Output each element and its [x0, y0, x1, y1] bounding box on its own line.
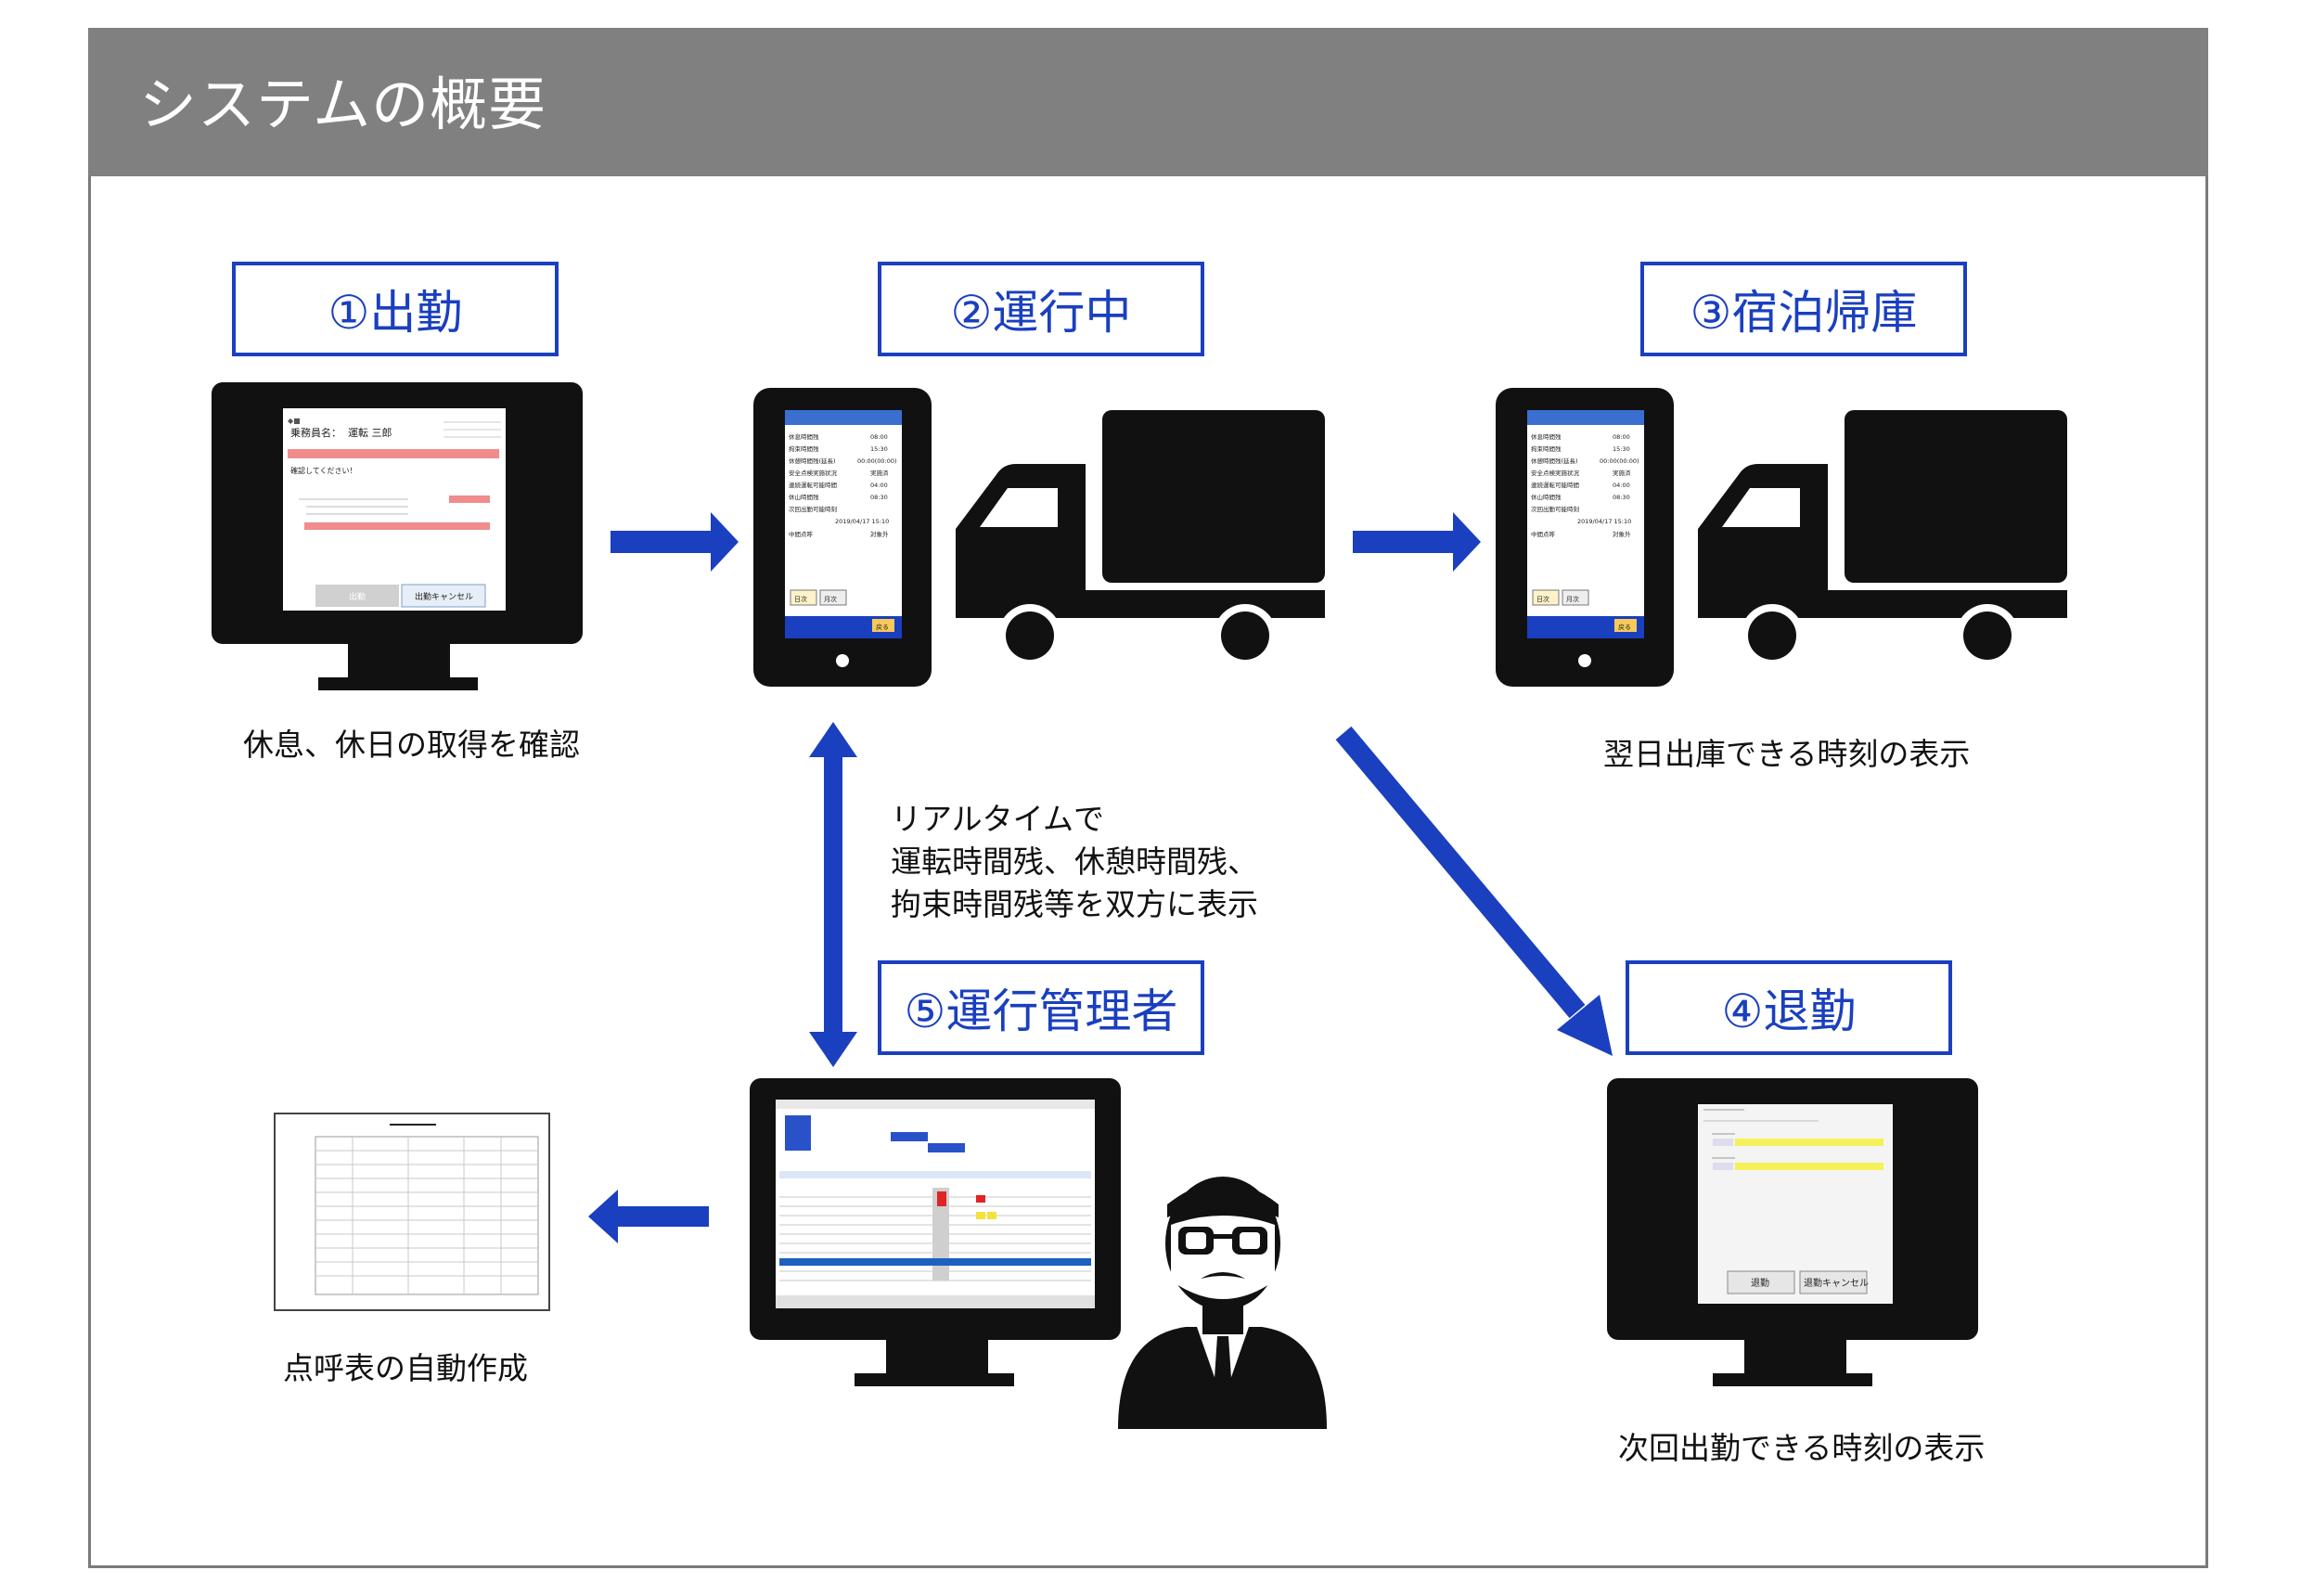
arrow-1-to-2	[611, 512, 739, 572]
arrow-2-to-3	[1353, 512, 1481, 572]
screen-step-4: 退勤 退勤キャンセル	[1703, 1109, 1883, 1294]
phone2-back-button: 戻る	[876, 623, 889, 631]
phone-screen-step-3: 休息時間残 08:00 拘束時間残 15:30 休憩時間残(延長) 00:00(00:…	[1527, 410, 1644, 638]
phone2-row-1-label: 拘束時間残	[789, 444, 819, 453]
screen1-name: 運転 三郎	[348, 426, 392, 439]
phone3-row-4-label: 連続運転可能時間	[1531, 481, 1579, 489]
truck-icon-step-3	[1698, 410, 2067, 667]
truck-icon-step-2	[956, 410, 1325, 667]
phone2-row-0-label: 休息時間残	[789, 432, 819, 441]
phone3-day-button: 日次	[1536, 595, 1549, 603]
phone3-nakaten-value: 対象外	[1613, 530, 1631, 538]
phone3-month-button: 月次	[1566, 595, 1579, 603]
screen1-cancel-button: 出勤キャンセル	[415, 591, 473, 602]
manager-screen	[776, 1100, 1095, 1308]
phone3-row-4-value: 04:00	[1613, 482, 1630, 489]
phone-screen-step-2: 休息時間残 08:00 拘束時間残 15:30 休憩時間残(延長) 00:00(00:…	[785, 410, 902, 638]
phone3-row-0-value: 08:00	[1613, 433, 1630, 441]
document-icon	[274, 1113, 550, 1311]
smartphone-icon-step-3	[1496, 388, 1674, 687]
phone2-row-6-label: 次回出勤可能時刻	[789, 505, 837, 513]
phone2-row-1-value: 15:30	[870, 445, 888, 453]
step-1-label: ①出勤	[232, 262, 559, 356]
screen4-leave-button: 退勤	[1751, 1277, 1769, 1289]
phone2-row-5-value: 08:30	[870, 494, 888, 501]
phone3-row-1-label: 拘束時間残	[1531, 444, 1562, 453]
title-bar	[88, 28, 2208, 176]
screen1-confirm: 確認してください！	[290, 466, 357, 475]
caption-step-5: 点呼表の自動作成	[283, 1350, 528, 1386]
caption-step-3: 翌日出庫できる時刻の表示	[1603, 736, 1971, 772]
phone3-row-0-label: 休息時間残	[1531, 432, 1562, 441]
step-3-label: ③宿泊帰庫	[1640, 262, 1967, 356]
phone3-row-5-label: 休山時間残	[1531, 493, 1562, 501]
phone2-row-2-label: 休憩時間残(延長)	[789, 457, 836, 465]
arrow-bidirectional-2-5	[809, 722, 857, 1067]
screen1-name-label: 乗務員名：	[290, 426, 341, 439]
realtime-note-line-1: リアルタイムで	[891, 801, 1105, 837]
screen-step-1: ◆■ 乗務員名： 運転 三郎 確認してください！ 出勤 出勤キャンセル	[288, 417, 501, 608]
monitor-icon-step-1	[212, 382, 583, 690]
arrow-2-to-4	[1335, 726, 1613, 1056]
phone2-row-2-value: 00:00(00:00)	[857, 457, 897, 465]
caption-step-1: 休息、休日の取得を確認	[243, 727, 580, 763]
step-4-label: ④退勤	[1626, 960, 1952, 1055]
phone-rows-2: 休息時間残 08:00 拘束時間残 15:30 休憩時間残(延長) 00:00(00:…	[789, 432, 897, 538]
phone2-month-button: 月次	[824, 595, 837, 603]
phone2-row-3-value: 実施済	[870, 469, 889, 477]
manager-person-icon	[1118, 1177, 1327, 1429]
phone3-row-1-value: 15:30	[1613, 445, 1630, 453]
phone3-nakaten-label: 中間点呼	[1531, 530, 1556, 538]
phone3-datetime: 2019/04/17 15:10	[1577, 518, 1631, 525]
phone3-row-6-label: 次回出勤可能時刻	[1531, 505, 1579, 513]
realtime-note-line-2: 運転時間残、休憩時間残、	[891, 843, 1258, 880]
monitor-icon-step-4	[1607, 1078, 1978, 1386]
phone2-row-4-label: 連続運転可能時間	[789, 481, 837, 489]
phone3-row-3-label: 安全点検実施状況	[1531, 469, 1580, 477]
phone2-row-3-label: 安全点検実施状況	[789, 469, 838, 477]
phone2-day-button: 日次	[794, 595, 807, 603]
phone2-nakaten-label: 中間点呼	[789, 530, 814, 538]
screen4-cancel-button: 退勤キャンセル	[1804, 1277, 1869, 1289]
phone3-back-button: 戻る	[1618, 623, 1631, 631]
page-title: システムの概要	[139, 71, 547, 138]
phone3-row-3-value: 実施済	[1613, 469, 1631, 477]
phone3-row-5-value: 08:30	[1613, 494, 1630, 501]
phone2-row-4-value: 04:00	[870, 482, 888, 489]
caption-step-4: 次回出勤できる時刻の表示	[1618, 1430, 1986, 1466]
step-5-label: ⑤運行管理者	[878, 960, 1204, 1055]
phone2-datetime: 2019/04/17 15:10	[835, 518, 889, 525]
phone2-row-5-label: 休山時間残	[789, 493, 819, 501]
phone3-row-2-value: 00:00(00:00)	[1600, 457, 1639, 465]
svg-text:◆■: ◆■	[288, 417, 301, 425]
step-2-label: ②運行中	[878, 262, 1204, 356]
phone2-row-0-value: 08:00	[870, 433, 888, 441]
realtime-note: リアルタイムで 運転時間残、休憩時間残、 拘束時間残等を双方に表示	[891, 798, 1258, 926]
smartphone-icon-step-2	[753, 388, 932, 687]
arrow-5-to-document	[588, 1190, 709, 1243]
realtime-note-line-3: 拘束時間残等を双方に表示	[891, 886, 1258, 922]
phone2-nakaten-value: 対象外	[870, 530, 889, 538]
screen1-start-button: 出勤	[349, 591, 366, 602]
phone3-row-2-label: 休憩時間残(延長)	[1531, 457, 1578, 465]
